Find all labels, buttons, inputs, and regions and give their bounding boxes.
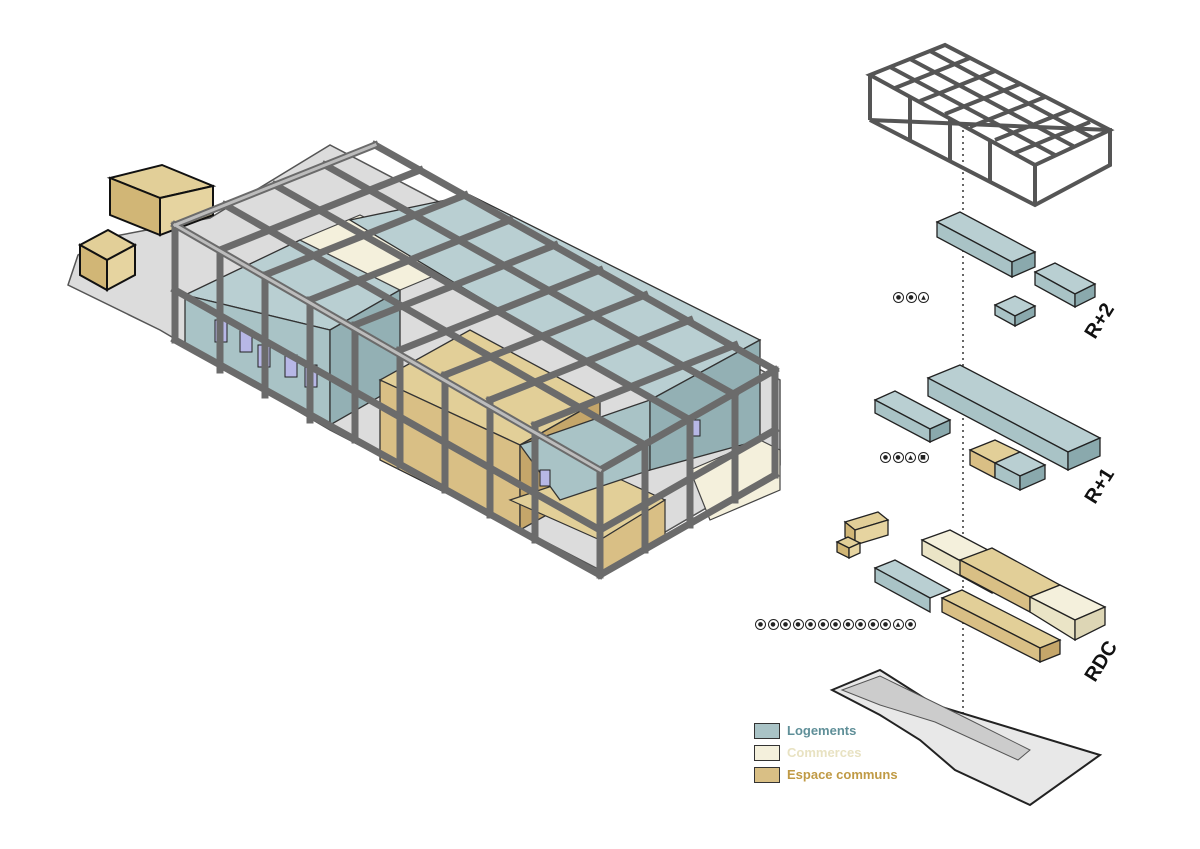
level-r1-volumes (873, 364, 1102, 492)
level-rdc-volumes (835, 511, 1107, 664)
legend-item-commerces: Commerces (754, 742, 954, 763)
structural-frame (170, 140, 780, 580)
wheelchair-icon: ● (767, 619, 779, 630)
icons-r1: ● ● ▲ ■ (880, 452, 930, 463)
exploded-view: R+2 R+1 RDC (829, 42, 1123, 807)
legend: Logements Commerces Espace communs (754, 720, 954, 786)
legend-label-commerces: Commerces (787, 745, 862, 760)
level-label-r2: R+2 (1081, 299, 1119, 342)
legend-item-logements: Logements (754, 720, 954, 741)
main-building (67, 140, 781, 580)
legend-label-espace-communs: Espace communs (787, 767, 898, 782)
level-r2-volumes (935, 211, 1097, 328)
legend-swatch-espace-communs (754, 766, 780, 783)
laundry-icon: ● (792, 619, 804, 630)
bicycle-icon: ● (755, 619, 766, 630)
trash-icon: ● (780, 619, 791, 630)
person-icon: ● (880, 452, 891, 463)
structure-frame-exploded (865, 42, 1115, 208)
ground-plan (829, 668, 1103, 807)
person-icon: ● (893, 292, 904, 303)
legend-swatch-commerces (754, 744, 780, 761)
lamp-icon: ▲ (892, 619, 904, 630)
restroom-icon: ● (905, 619, 916, 630)
recycle-icon: ● (805, 619, 816, 630)
icons-r2: ● ● ▲ (893, 292, 931, 303)
tv-icon: ■ (917, 452, 929, 463)
legend-label-logements: Logements (787, 723, 857, 738)
restroom-icon: ● (905, 292, 917, 303)
icons-rdc: ● ● ● ● ● ● ● ● ● ● ● ▲ ● (755, 619, 918, 630)
lamp-icon: ▲ (905, 452, 916, 463)
legend-item-espace-communs: Espace communs (754, 764, 954, 785)
restroom-icon: ● (892, 452, 904, 463)
tools-icon: ● (867, 619, 879, 630)
shop-icon: ● (830, 619, 841, 630)
neighbour-buildings (77, 163, 217, 292)
lamp-icon: ▲ (918, 292, 929, 303)
legend-swatch-logements (754, 722, 780, 739)
wifi-icon: ● (842, 619, 854, 630)
food-icon: ● (817, 619, 829, 630)
person-icon: ● (880, 619, 891, 630)
level-label-rdc: RDC (1081, 637, 1123, 685)
level-label-r1: R+1 (1081, 464, 1119, 507)
garden-icon: ● (855, 619, 866, 630)
